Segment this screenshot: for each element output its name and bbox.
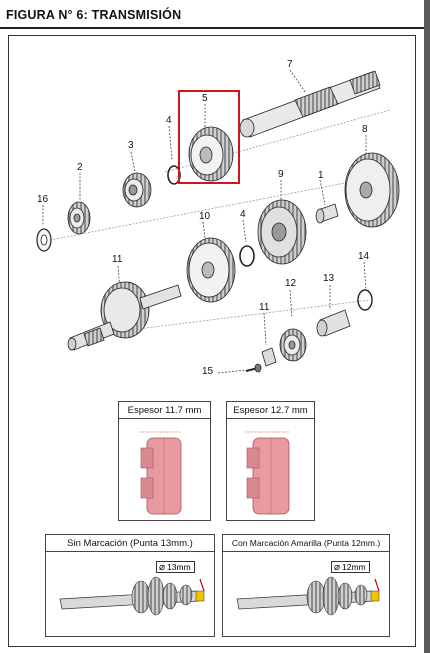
part-5-gear xyxy=(188,126,234,182)
shaft-label: Sin Marcación (Punta 13mm.) xyxy=(67,537,193,549)
callout-4b: 4 xyxy=(240,209,246,220)
thickness-box-11-7: Espesor 11.7 mm xyxy=(118,401,211,521)
figure-title: FIGURA N° 6: TRANSMISIÓN xyxy=(6,8,182,22)
part-4-washer-b xyxy=(239,245,255,267)
shaft-label: Con Marcación Amarilla (Punta 12mm.) xyxy=(231,538,381,548)
countershaft-icon xyxy=(59,576,205,616)
gear-section-pink-icon xyxy=(139,431,182,515)
callout-14: 14 xyxy=(358,251,370,262)
part-5-highlight xyxy=(178,90,240,184)
callout-13: 13 xyxy=(323,273,335,284)
part-2-gear xyxy=(67,201,91,235)
callout-12: 12 xyxy=(285,278,297,289)
callout-9: 10 xyxy=(199,211,211,222)
diameter-tag: ⌀ 12mm xyxy=(331,561,370,573)
callout-6: 7 xyxy=(287,59,293,70)
gear-section-pink-icon xyxy=(245,431,290,515)
callout-11: 11 xyxy=(259,302,270,313)
callout-10: 11 xyxy=(112,254,123,265)
part-10-countershaft xyxy=(67,281,182,351)
thickness-label: Espesor 12.7 mm xyxy=(233,404,308,416)
diameter-value: 12mm xyxy=(342,562,366,572)
callout-2: 2 xyxy=(77,162,83,173)
shaft-box-yellow-mark: Con Marcación Amarilla (Punta 12mm.) ⌀ 1… xyxy=(222,534,390,637)
part-15-bolt xyxy=(245,363,262,373)
callout-15: 15 xyxy=(202,366,214,377)
figure-frame xyxy=(8,35,416,647)
callout-1: 1 xyxy=(318,170,324,181)
part-8-gear xyxy=(257,199,307,265)
part-7-gear xyxy=(344,152,400,228)
part-11-lock-plate xyxy=(261,347,277,367)
callout-5: 5 xyxy=(202,93,208,104)
callout-4: 4 xyxy=(166,115,172,126)
part-12-sprocket xyxy=(279,328,307,362)
callout-16: 16 xyxy=(37,194,49,205)
part-4-washer xyxy=(167,165,181,185)
thickness-label: Espesor 11.7 mm xyxy=(127,404,202,416)
callout-7: 8 xyxy=(362,124,368,135)
diameter-symbol-icon: ⌀ xyxy=(159,561,166,573)
part-13-bushing xyxy=(316,309,351,337)
callout-8: 9 xyxy=(278,169,284,180)
shaft-box-unmarked: Sin Marcación (Punta 13mm.) ⌀ 13mm xyxy=(45,534,215,637)
title-divider xyxy=(0,27,424,29)
part-14-washer xyxy=(357,289,373,311)
diameter-value: 13mm xyxy=(167,562,191,572)
thickness-box-12-7: Espesor 12.7 mm xyxy=(226,401,315,521)
part-1-bushing xyxy=(315,203,339,224)
callout-3: 3 xyxy=(128,140,134,151)
part-6-shaft xyxy=(239,70,381,138)
diameter-symbol-icon: ⌀ xyxy=(334,561,341,573)
part-9-gear xyxy=(186,237,236,303)
window-edge-bar xyxy=(424,0,430,653)
countershaft-icon xyxy=(236,576,380,616)
part-3-gear xyxy=(122,172,152,208)
diameter-tag: ⌀ 13mm xyxy=(156,561,195,573)
